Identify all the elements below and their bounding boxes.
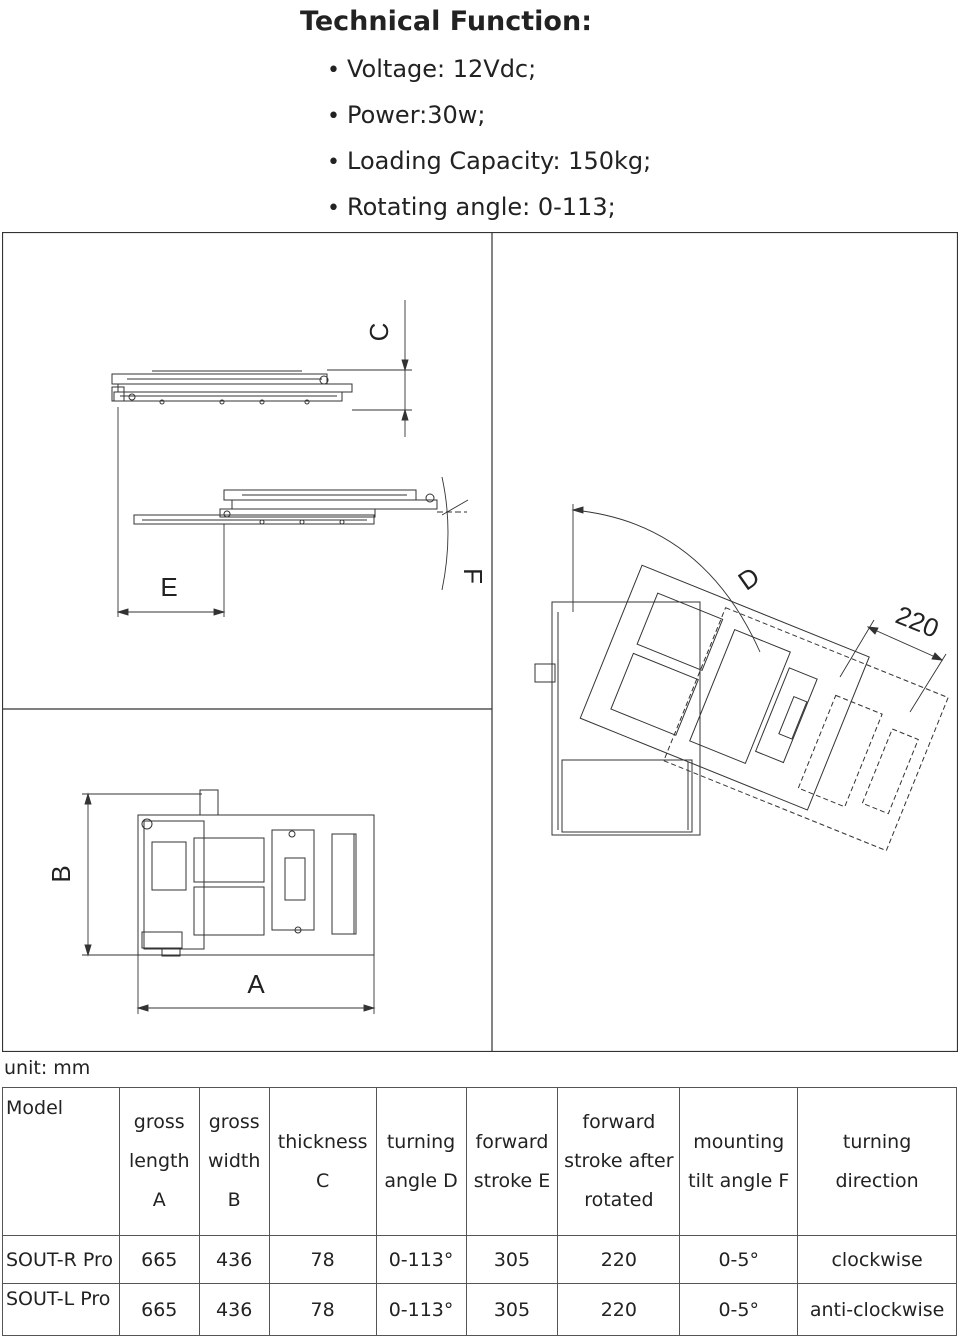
cell-forward-stroke-rotated: 220	[557, 1235, 681, 1284]
cell-thickness: 78	[268, 1283, 377, 1336]
top-view	[137, 789, 375, 957]
header-text: angle D	[384, 1169, 458, 1192]
spec-text: Loading Capacity: 150kg;	[347, 147, 652, 175]
bullet-icon: •	[327, 150, 340, 175]
header-text: length	[128, 1150, 190, 1172]
spec-voltage: • Voltage: 12Vdc;	[327, 50, 651, 96]
page-title: Technical Function:	[300, 6, 593, 37]
spec-loading-capacity: • Loading Capacity: 150kg;	[327, 142, 651, 188]
dimension-a	[136, 955, 376, 1014]
header-text: mounting	[693, 1130, 785, 1153]
label-b: B	[46, 865, 76, 882]
label-e: E	[160, 572, 177, 602]
header-turning-direction: turning direction	[797, 1087, 957, 1236]
header-text: C	[315, 1169, 330, 1192]
cell-forward-stroke: 305	[465, 1283, 559, 1336]
header-forward-stroke: forward stroke E	[465, 1087, 559, 1236]
table-row: SOUT-L Pro 665 436 78 0-113° 305 220 0-5…	[2, 1283, 957, 1336]
bullet-icon: •	[327, 104, 340, 129]
header-model: Model	[2, 1087, 120, 1236]
cell-model: SOUT-L Pro	[2, 1283, 120, 1336]
label-a: A	[247, 969, 265, 999]
spec-list: • Voltage: 12Vdc; • Power:30w; • Loading Ca…	[327, 50, 651, 234]
header-text: stroke after	[564, 1150, 674, 1172]
cell-mounting-tilt: 0-5°	[679, 1283, 799, 1336]
bullet-icon: •	[327, 58, 340, 83]
header-mounting-tilt: mounting tilt angle F	[679, 1087, 799, 1236]
cell-turning-angle: 0-113°	[375, 1235, 467, 1284]
unit-note: unit: mm	[4, 1057, 91, 1079]
rotated-view-plate	[579, 564, 949, 852]
header-text: rotated	[584, 1189, 654, 1211]
header-turning-angle: turning angle D	[375, 1087, 467, 1236]
bullet-icon: •	[327, 196, 340, 221]
dimension-d	[571, 504, 761, 653]
header-text: tilt angle F	[688, 1169, 790, 1192]
header-text: Model	[6, 1097, 64, 1119]
spec-power: • Power:30w;	[327, 96, 651, 142]
side-view-lower	[133, 489, 467, 525]
label-220: 220	[892, 600, 943, 644]
cell-turning-angle: 0-113°	[375, 1283, 467, 1336]
dimension-220	[839, 619, 947, 713]
label-c: C	[364, 323, 394, 342]
cell-mounting-tilt: 0-5°	[679, 1235, 799, 1284]
cell-forward-stroke-rotated: 220	[557, 1283, 681, 1336]
header-text: width	[208, 1150, 261, 1172]
header-text: A	[152, 1189, 166, 1211]
cell-gross-length: 665	[118, 1283, 200, 1336]
side-view-upper	[111, 370, 353, 405]
technical-drawing: C F E	[2, 232, 958, 1052]
spec-text: Power:30w;	[347, 101, 486, 129]
dimension-b	[82, 792, 202, 957]
cell-gross-width: 436	[198, 1283, 270, 1336]
drawing-frame	[2, 232, 958, 1052]
table-row: SOUT-R Pro 665 436 78 0-113° 305 220 0-5…	[2, 1235, 957, 1284]
rotated-view-base	[534, 601, 701, 836]
header-text: forward	[475, 1130, 549, 1153]
header-text: stroke E	[473, 1169, 551, 1192]
label-f: F	[458, 568, 488, 584]
dimension-c	[327, 300, 412, 437]
cell-gross-width: 436	[198, 1235, 270, 1284]
cell-thickness: 78	[268, 1235, 377, 1284]
spec-text: Rotating angle: 0-113;	[347, 193, 616, 221]
header-text: gross	[133, 1111, 185, 1133]
header-text: B	[227, 1189, 241, 1211]
dimension-f	[441, 476, 469, 591]
header-text: turning	[386, 1130, 456, 1153]
header-text: gross	[208, 1111, 260, 1133]
header-text: thickness	[277, 1130, 368, 1153]
header-forward-stroke-rotated: forward stroke after rotated	[557, 1087, 681, 1236]
spec-text: Voltage: 12Vdc;	[347, 55, 537, 83]
label-d: D	[733, 561, 766, 596]
header-text: forward	[582, 1111, 656, 1133]
spec-rotating-angle: • Rotating angle: 0-113;	[327, 188, 651, 234]
cell-turning-direction: anti-clockwise	[797, 1283, 957, 1336]
header-text: direction	[835, 1169, 919, 1192]
cell-model: SOUT-R Pro	[2, 1235, 120, 1284]
cell-turning-direction: clockwise	[797, 1235, 957, 1284]
header-text: turning	[842, 1130, 912, 1153]
cell-gross-length: 665	[118, 1235, 200, 1284]
dimension-e	[116, 407, 226, 617]
cell-forward-stroke: 305	[465, 1235, 559, 1284]
